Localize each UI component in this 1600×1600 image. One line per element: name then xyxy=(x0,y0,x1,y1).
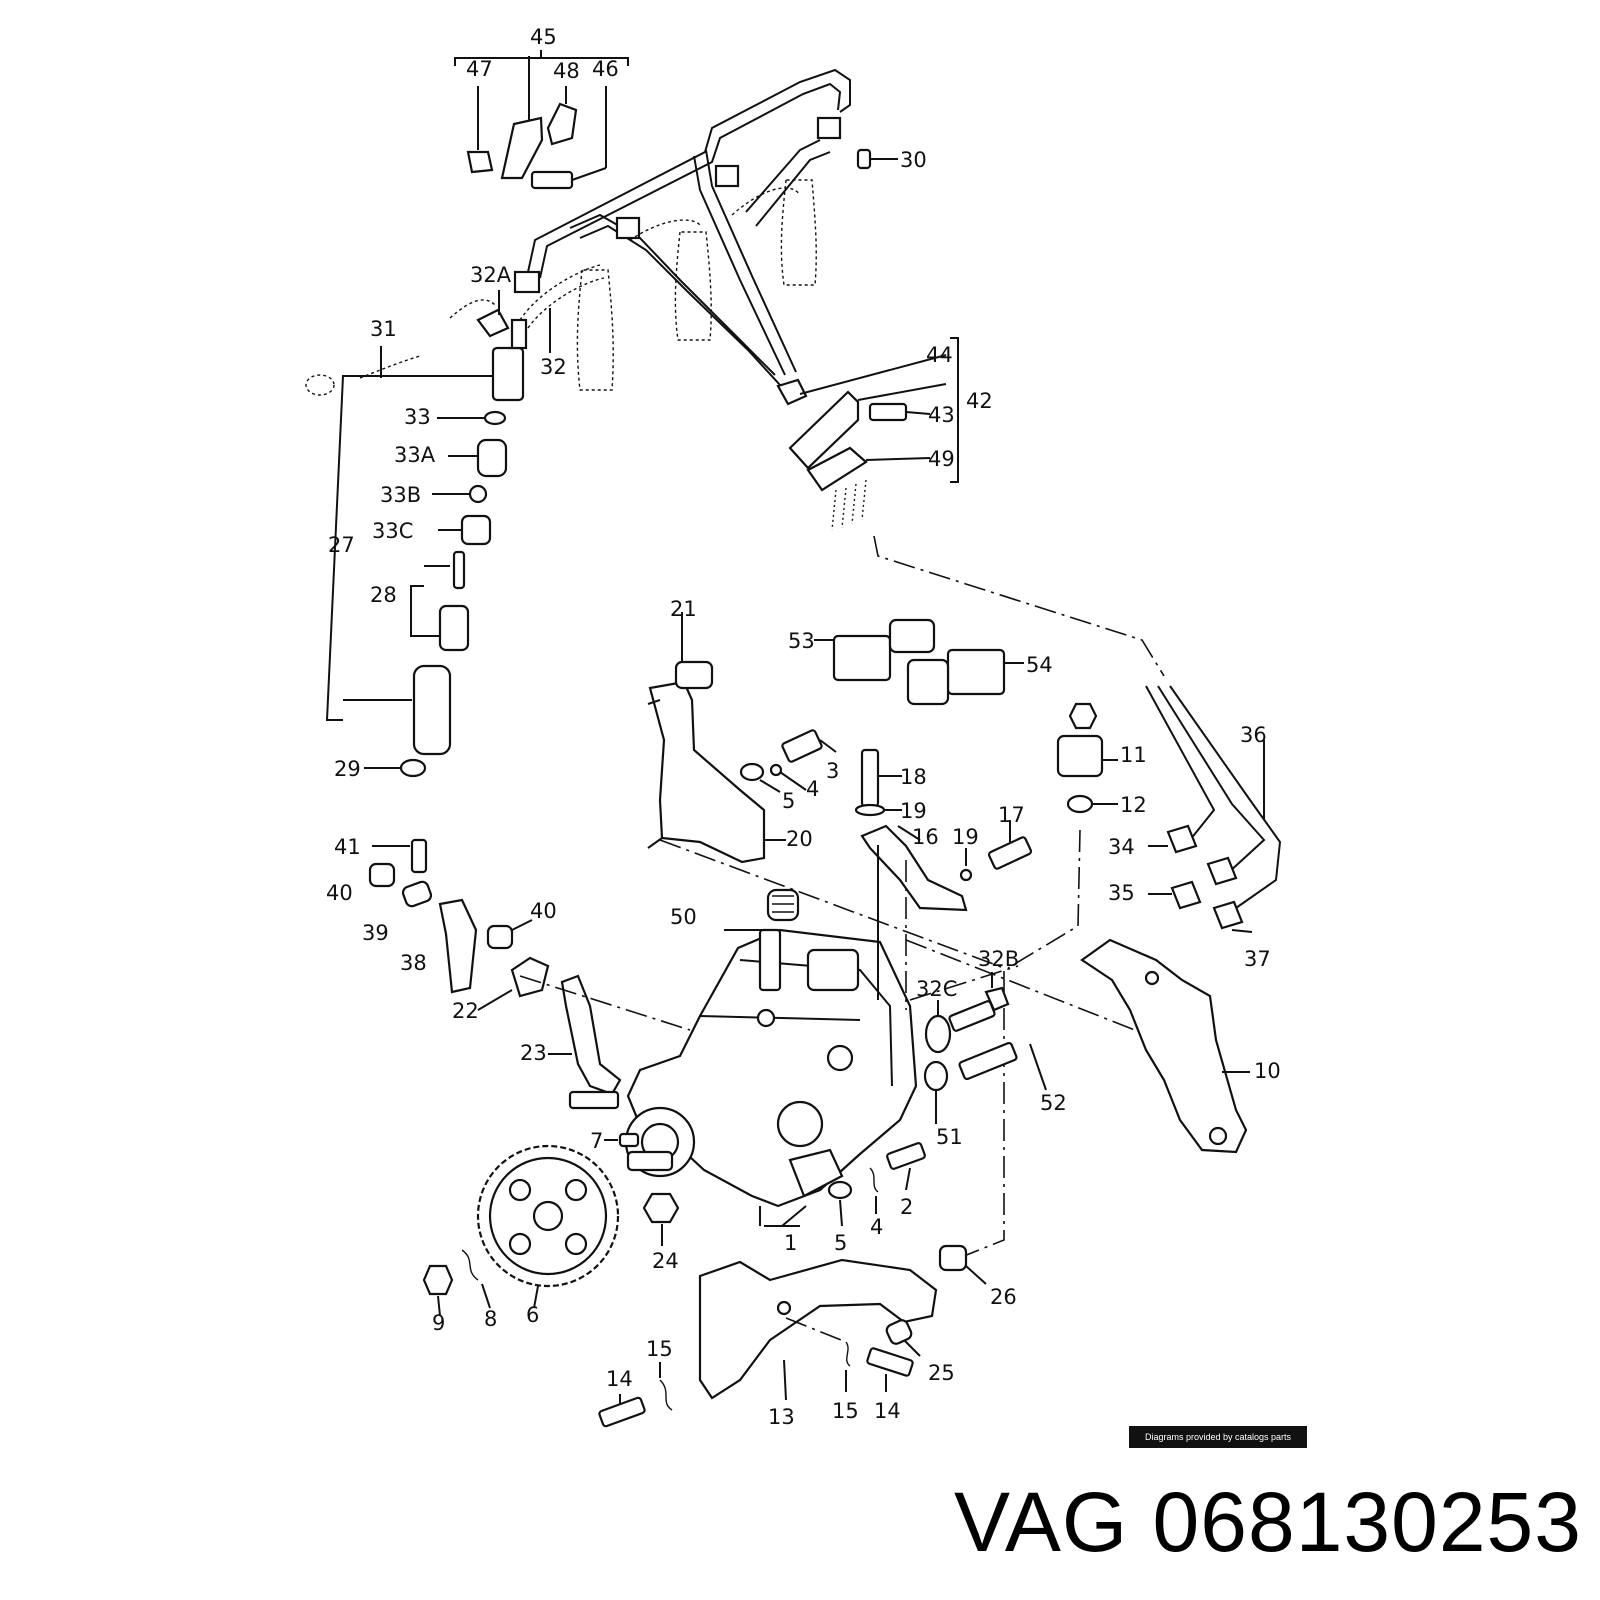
part-number-title: VAG 068130253 xyxy=(954,1475,1582,1569)
injector-stack xyxy=(325,375,508,778)
callout-label: 34 xyxy=(1108,835,1135,859)
callout-label: 2 xyxy=(900,1195,913,1219)
callout-label: 53 xyxy=(788,629,815,653)
items-16-17-18-19 xyxy=(854,748,1033,912)
callout-label: 9 xyxy=(432,1311,445,1335)
item-10-bracket xyxy=(1080,938,1250,1154)
callout-label: 50 xyxy=(670,905,697,929)
callout-label: 32A xyxy=(470,263,512,287)
item-42-group xyxy=(776,337,959,531)
callout-label: 21 xyxy=(670,597,697,621)
callout-label: 32 xyxy=(540,355,567,379)
callout-label: 20 xyxy=(786,827,813,851)
callout-label: 4 xyxy=(806,777,819,801)
callout-label: 47 xyxy=(466,57,493,81)
callout-label: 23 xyxy=(520,1041,547,1065)
callout-label: 46 xyxy=(592,57,619,81)
callout-label: 30 xyxy=(900,148,927,172)
item-20-21 xyxy=(647,612,786,864)
callout-label: 19 xyxy=(900,799,927,823)
leader-36 xyxy=(873,535,1165,677)
items-1-2-4-5-7-24 xyxy=(604,1132,926,1246)
items-14-15-25-26 xyxy=(598,1244,987,1428)
items-22-23-38-41 xyxy=(368,838,691,1110)
callout-label: 14 xyxy=(606,1367,633,1391)
callout-label: 15 xyxy=(646,1337,673,1361)
return-hoses xyxy=(519,179,817,391)
hose-fitting xyxy=(305,290,551,402)
callout-labels: 45 47 48 46 30 32A 31 32 44 43 42 49 33 … xyxy=(326,25,1281,1429)
callout-label: 15 xyxy=(832,1399,859,1423)
callout-label: 49 xyxy=(928,447,955,471)
callout-label: 35 xyxy=(1108,881,1135,905)
fittings-right xyxy=(923,972,1047,1124)
items-3-4-5 xyxy=(739,729,837,793)
callout-label: 5 xyxy=(834,1231,847,1255)
item-11-12 xyxy=(1007,702,1118,969)
item-45-group xyxy=(454,50,629,190)
callout-label: 24 xyxy=(652,1249,679,1273)
diagram-credit-badge: Diagrams provided by catalogs parts xyxy=(1129,1426,1307,1448)
callout-label: 22 xyxy=(452,999,479,1023)
callout-label: 51 xyxy=(936,1125,963,1149)
callout-label: 33 xyxy=(404,405,431,429)
callout-label: 6 xyxy=(526,1303,539,1327)
injection-pump xyxy=(624,845,918,1227)
callout-label: 3 xyxy=(826,759,839,783)
callout-label: 40 xyxy=(326,881,353,905)
sensor-parts xyxy=(814,618,1024,706)
callout-label: 12 xyxy=(1120,793,1147,817)
callout-label: 45 xyxy=(530,25,557,49)
callout-label: 37 xyxy=(1244,947,1271,971)
injection-lines xyxy=(513,68,851,386)
callout-label: 8 xyxy=(484,1307,497,1331)
callout-label: 38 xyxy=(400,951,427,975)
callout-label: 31 xyxy=(370,317,397,341)
callout-label: 29 xyxy=(334,757,361,781)
callout-label: 11 xyxy=(1120,743,1147,767)
callout-label: 27 xyxy=(328,533,355,557)
diagram-artwork xyxy=(305,50,1282,1428)
pipes-right xyxy=(1145,685,1282,933)
callout-label: 4 xyxy=(870,1215,883,1239)
callout-label: 32B xyxy=(978,947,1019,971)
callout-label: 17 xyxy=(998,803,1025,827)
callout-label: 19 xyxy=(952,825,979,849)
callout-label: 40 xyxy=(530,899,557,923)
items-8-9 xyxy=(422,1249,491,1317)
callout-label: 1 xyxy=(784,1231,797,1255)
callout-label: 33A xyxy=(394,443,436,467)
callout-label: 18 xyxy=(900,765,927,789)
callout-label: 42 xyxy=(966,389,993,413)
callout-label: 54 xyxy=(1026,653,1053,677)
callout-label: 36 xyxy=(1240,723,1267,747)
callout-label: 33C xyxy=(372,519,413,543)
callout-label: 52 xyxy=(1040,1091,1067,1115)
callout-label: 48 xyxy=(553,59,580,83)
callout-label: 26 xyxy=(990,1285,1017,1309)
callout-label: 41 xyxy=(334,835,361,859)
callout-label: 44 xyxy=(926,343,953,367)
callout-label: 10 xyxy=(1254,1059,1281,1083)
callout-label: 14 xyxy=(874,1399,901,1423)
callout-label: 7 xyxy=(590,1129,603,1153)
callout-label: 16 xyxy=(912,825,939,849)
callout-label: 28 xyxy=(370,583,397,607)
callout-label: 33B xyxy=(380,483,421,507)
callout-label: 39 xyxy=(362,921,389,945)
item-6-gear xyxy=(476,1144,620,1309)
callout-label: 43 xyxy=(928,403,955,427)
callout-label: 25 xyxy=(928,1361,955,1385)
item-30-part xyxy=(856,148,872,170)
callout-label: 13 xyxy=(768,1405,795,1429)
callout-label: 5 xyxy=(782,789,795,813)
callout-label: 32C xyxy=(916,977,957,1001)
